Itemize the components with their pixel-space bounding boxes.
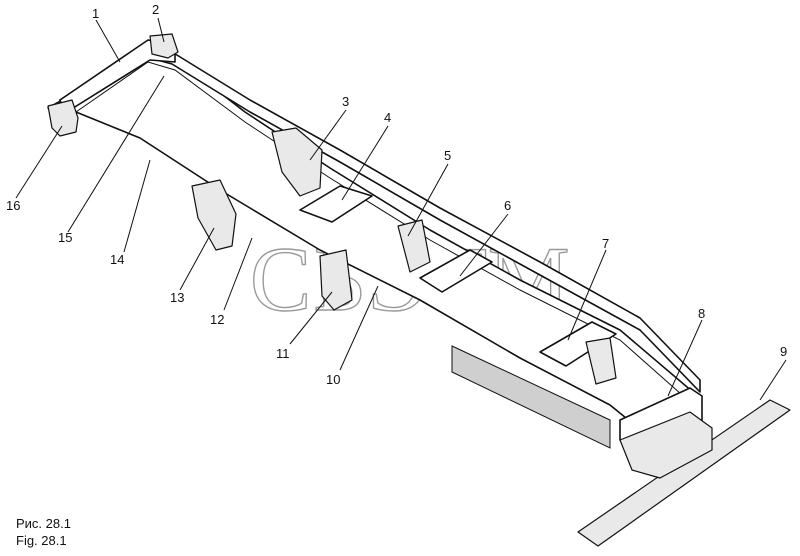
bracket-5 [397,219,431,273]
callout-9: 9 [780,344,787,359]
callout-16: 16 [6,198,20,213]
front-bracket-right [149,33,179,59]
bracket-13 [191,179,237,251]
right-side-rail [59,45,701,393]
callout-10: 10 [326,372,340,387]
callout-11: 11 [276,346,290,361]
callout-2: 2 [152,2,159,17]
bracket-3 [271,127,323,197]
figure-caption-ru: Рис. 28.1 [16,516,71,531]
bracket-11 [319,249,353,311]
cross-member-4 [299,185,373,223]
cross-member-7 [539,321,617,367]
callout-7: 7 [602,236,609,251]
callout-1: 1 [92,6,99,21]
cross-member-6 [419,249,493,293]
callout-4: 4 [384,110,391,125]
callout-14: 14 [110,252,124,267]
rear-mudguard [619,411,713,479]
bracket-7 [585,337,617,385]
callout-15: 15 [58,230,72,245]
callout-6: 6 [504,198,511,213]
side-skirt [451,345,611,449]
callout-5: 5 [444,148,451,163]
callout-13: 13 [170,290,184,305]
front-bracket-left [47,99,79,137]
figure-caption-en: Fig. 28.1 [16,533,67,548]
callout-8: 8 [698,306,705,321]
callout-12: 12 [210,312,224,327]
callout-3: 3 [342,94,349,109]
